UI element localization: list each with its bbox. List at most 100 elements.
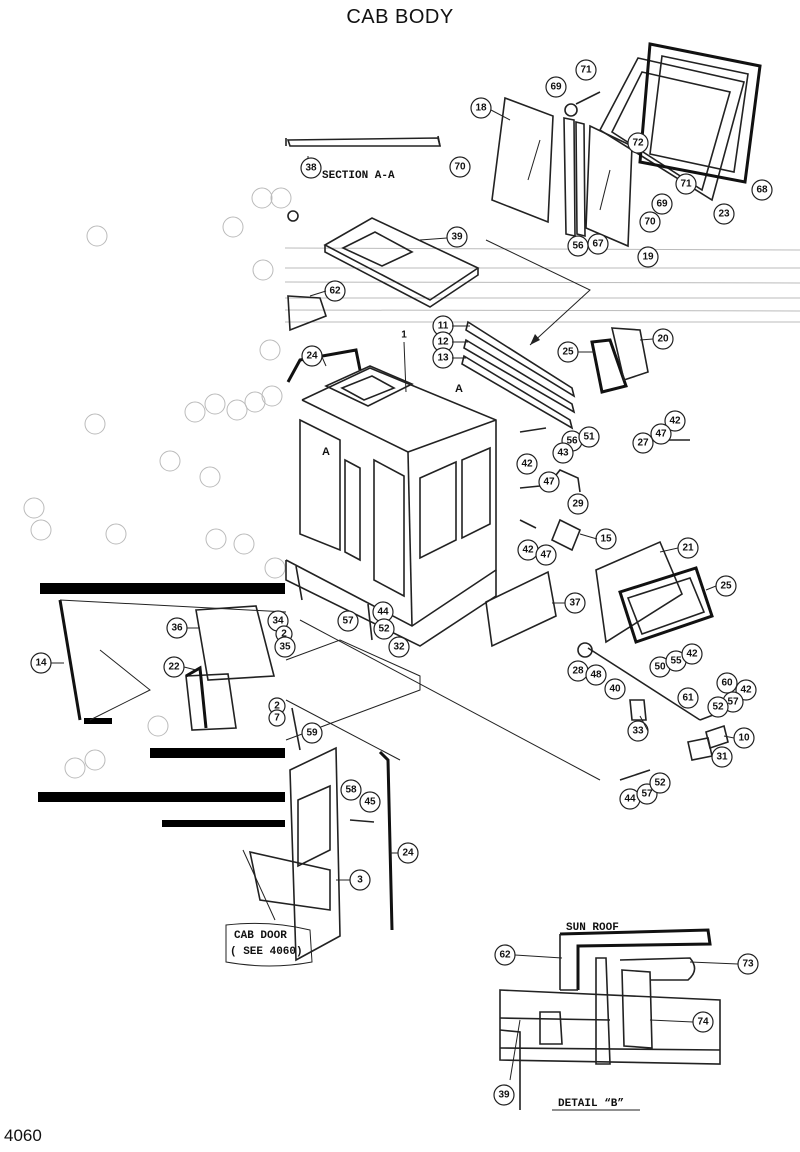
callout-58: 58 (340, 779, 362, 801)
callout-27: 27 (632, 432, 654, 454)
svg-text:27: 27 (637, 438, 649, 449)
svg-text:70: 70 (644, 217, 656, 228)
callout-1: 1 (401, 330, 407, 341)
svg-text:35: 35 (279, 642, 291, 653)
svg-text:51: 51 (583, 432, 595, 443)
callout-13: 13 (432, 347, 454, 369)
callout-69: 69 (545, 76, 567, 98)
callout-25: 25 (715, 575, 737, 597)
callout-25: 25 (557, 341, 579, 363)
roof-panel (323, 217, 480, 308)
callout-24: 24 (397, 842, 419, 864)
callout-42: 42 (517, 539, 539, 561)
callout-62: 62 (494, 944, 516, 966)
svg-text:24: 24 (402, 848, 414, 859)
svg-text:67: 67 (592, 239, 604, 250)
callout-67: 67 (587, 233, 609, 255)
callout-3: 3 (349, 869, 371, 891)
callout-20: 20 (652, 328, 674, 350)
svg-text:50: 50 (654, 662, 666, 673)
rear-window-assembly (491, 42, 762, 248)
svg-text:74: 74 (697, 1017, 709, 1028)
support-bars (461, 320, 576, 430)
svg-text:57: 57 (641, 789, 653, 800)
callout-61: 61 (677, 687, 699, 709)
svg-text:19: 19 (642, 252, 654, 263)
callout-48: 48 (585, 664, 607, 686)
scan-artifact-lines (38, 247, 800, 827)
callout-47: 47 (650, 423, 672, 445)
callout-40: 40 (604, 678, 626, 700)
svg-text:47: 47 (655, 429, 667, 440)
svg-text:45: 45 (364, 797, 376, 808)
callout-71: 71 (675, 173, 697, 195)
svg-text:69: 69 (550, 82, 562, 93)
svg-text:18: 18 (475, 103, 487, 114)
callout-52: 52 (707, 696, 729, 718)
cab-door (242, 746, 394, 962)
callout-29: 29 (567, 493, 589, 515)
callout-71: 71 (575, 59, 597, 81)
svg-text:37: 37 (569, 598, 581, 609)
svg-text:71: 71 (680, 179, 692, 190)
callout-52: 52 (649, 772, 671, 794)
callout-39: 39 (446, 226, 468, 248)
callout-19: 19 (637, 246, 659, 268)
svg-text:56: 56 (572, 241, 584, 252)
svg-text:28: 28 (572, 666, 584, 677)
callout-14: 14 (30, 652, 52, 674)
callout-51: 51 (578, 426, 600, 448)
svg-text:73: 73 (742, 959, 754, 970)
svg-text:32: 32 (393, 642, 405, 653)
callout-10: 10 (733, 727, 755, 749)
svg-text:71: 71 (580, 65, 592, 76)
svg-text:38: 38 (305, 163, 317, 174)
svg-text:2: 2 (274, 701, 280, 712)
callout-35: 35 (274, 636, 296, 658)
cover-plate (287, 295, 327, 332)
callout-24: 24 (301, 345, 323, 367)
svg-text:55: 55 (670, 656, 682, 667)
callout-42: 42 (516, 453, 538, 475)
callout-52: 52 (373, 618, 395, 640)
svg-text:57: 57 (727, 697, 739, 708)
callout-60: 60 (716, 672, 738, 694)
svg-text:12: 12 (437, 337, 449, 348)
fasteners (291, 427, 690, 823)
side-windows (485, 540, 714, 648)
svg-text:34: 34 (272, 616, 284, 627)
svg-text:13: 13 (437, 353, 449, 364)
callout-59: 59 (301, 722, 323, 744)
svg-text:7: 7 (274, 713, 280, 724)
svg-text:47: 47 (543, 477, 555, 488)
callout-68: 68 (751, 179, 773, 201)
svg-text:40: 40 (609, 684, 621, 695)
callout-72: 72 (627, 132, 649, 154)
svg-text:2: 2 (281, 629, 287, 640)
callout-56: 56 (567, 235, 589, 257)
svg-text:15: 15 (600, 534, 612, 545)
callout-23: 23 (713, 203, 735, 225)
svg-text:57: 57 (342, 616, 354, 627)
svg-text:31: 31 (716, 752, 728, 763)
svg-text:62: 62 (499, 950, 511, 961)
callout-43: 43 (552, 442, 574, 464)
svg-text:3: 3 (357, 875, 363, 886)
svg-text:61: 61 (682, 693, 694, 704)
svg-text:21: 21 (682, 543, 694, 554)
svg-text:59: 59 (306, 728, 318, 739)
callout-42: 42 (664, 410, 686, 432)
floor-outline (285, 619, 601, 781)
detail-b-label: DETAIL “B” (558, 1098, 624, 1110)
svg-text:33: 33 (632, 726, 644, 737)
arrow-a-label-left: A (322, 446, 330, 458)
svg-text:22: 22 (168, 662, 180, 673)
svg-text:39: 39 (498, 1090, 510, 1101)
svg-text:42: 42 (740, 685, 752, 696)
svg-text:52: 52 (654, 778, 666, 789)
callout-38: 38 (300, 157, 322, 179)
svg-text:58: 58 (345, 785, 357, 796)
svg-text:47: 47 (540, 550, 552, 561)
svg-text:52: 52 (378, 624, 390, 635)
